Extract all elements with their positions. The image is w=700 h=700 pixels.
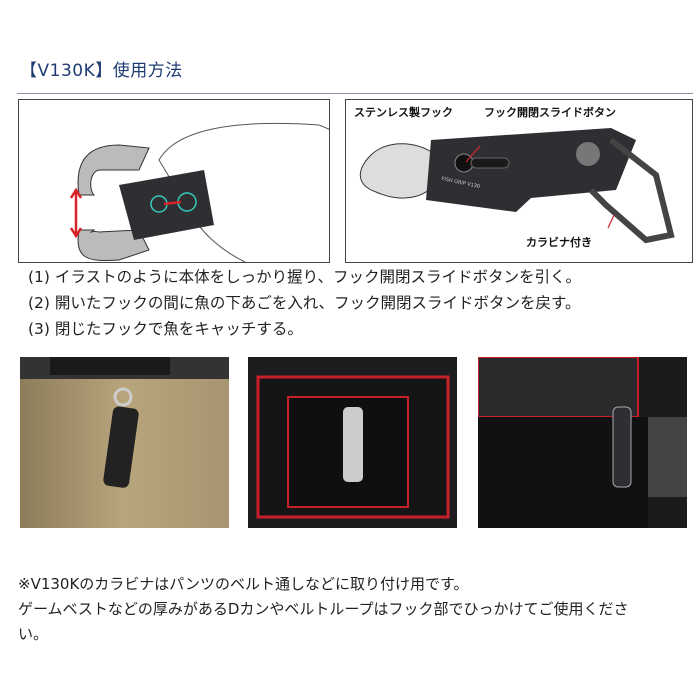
- label-stainless-hook: ステンレス製フック: [354, 106, 453, 119]
- photo-bag-front: [248, 357, 457, 528]
- page-title: 【V130K】使用方法: [20, 61, 183, 81]
- parts-diagram: ステンレス製フック フック開閉スライドボタン カラビナ付き FISH GRIP …: [345, 99, 693, 263]
- step-3: (3) 閉じたフックで魚をキャッチする。: [28, 320, 303, 338]
- bag-side-with-grip-photo: [478, 357, 687, 528]
- usage-illustration: [18, 99, 330, 263]
- hand-gripping-fish-grip-illustration: [69, 122, 329, 262]
- step-2: (2) 開いたフックの間に魚の下あごを入れ、フック開閉スライドボタンを戻す。: [28, 294, 581, 312]
- bag-with-grip-photo: [256, 375, 450, 519]
- note-line-3: い。: [18, 625, 49, 643]
- label-carabiner: カラビナ付き: [526, 236, 592, 249]
- arrow-pull-icon: [163, 200, 182, 206]
- title-divider: [17, 93, 693, 94]
- note-line-2: ゲームベストなどの厚みがあるDカンやベルトループはフック部でひっかけてご使用くだ…: [18, 600, 629, 618]
- note-line-1: ※V130Kのカラビナはパンツのベルト通しなどに取り付け用です。: [18, 575, 469, 593]
- step-1: (1) イラストのように本体をしっかり握り、フック開閉スライドボタンを引く。: [28, 268, 581, 286]
- photo-pants-belt-loop: [20, 357, 229, 528]
- pants-with-grip-photo: [20, 357, 229, 488]
- photo-bag-side: [478, 357, 687, 528]
- label-slide-button: フック開閉スライドボタン: [484, 106, 616, 119]
- fish-grip-diagram: [359, 128, 675, 244]
